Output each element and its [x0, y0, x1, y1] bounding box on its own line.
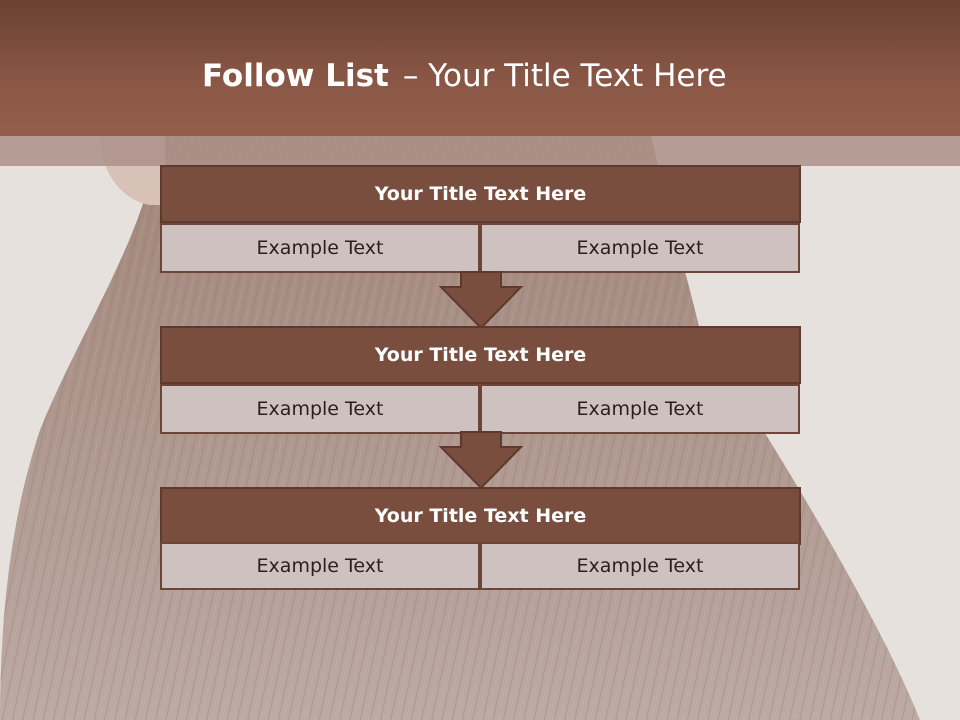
slide-title-rest: – Your Title Text Here [402, 58, 727, 94]
block-cell-left: Example Text [160, 223, 480, 273]
down-arrow-icon [438, 431, 524, 490]
block-title: Your Title Text Here [160, 487, 801, 545]
block-title: Your Title Text Here [160, 326, 801, 384]
slide-title-bold: Follow List [202, 58, 389, 94]
block-cell-right: Example Text [480, 223, 800, 273]
header-sub-band [0, 136, 960, 166]
block-cell-left: Example Text [160, 542, 480, 590]
block-cell-right: Example Text [480, 384, 800, 434]
block-title: Your Title Text Here [160, 165, 801, 223]
slide-title: Follow List – Your Title Text Here [202, 56, 727, 96]
header-band [0, 0, 960, 136]
block-cell-right: Example Text [480, 542, 800, 590]
block-cell-left: Example Text [160, 384, 480, 434]
down-arrow-icon [438, 271, 524, 330]
